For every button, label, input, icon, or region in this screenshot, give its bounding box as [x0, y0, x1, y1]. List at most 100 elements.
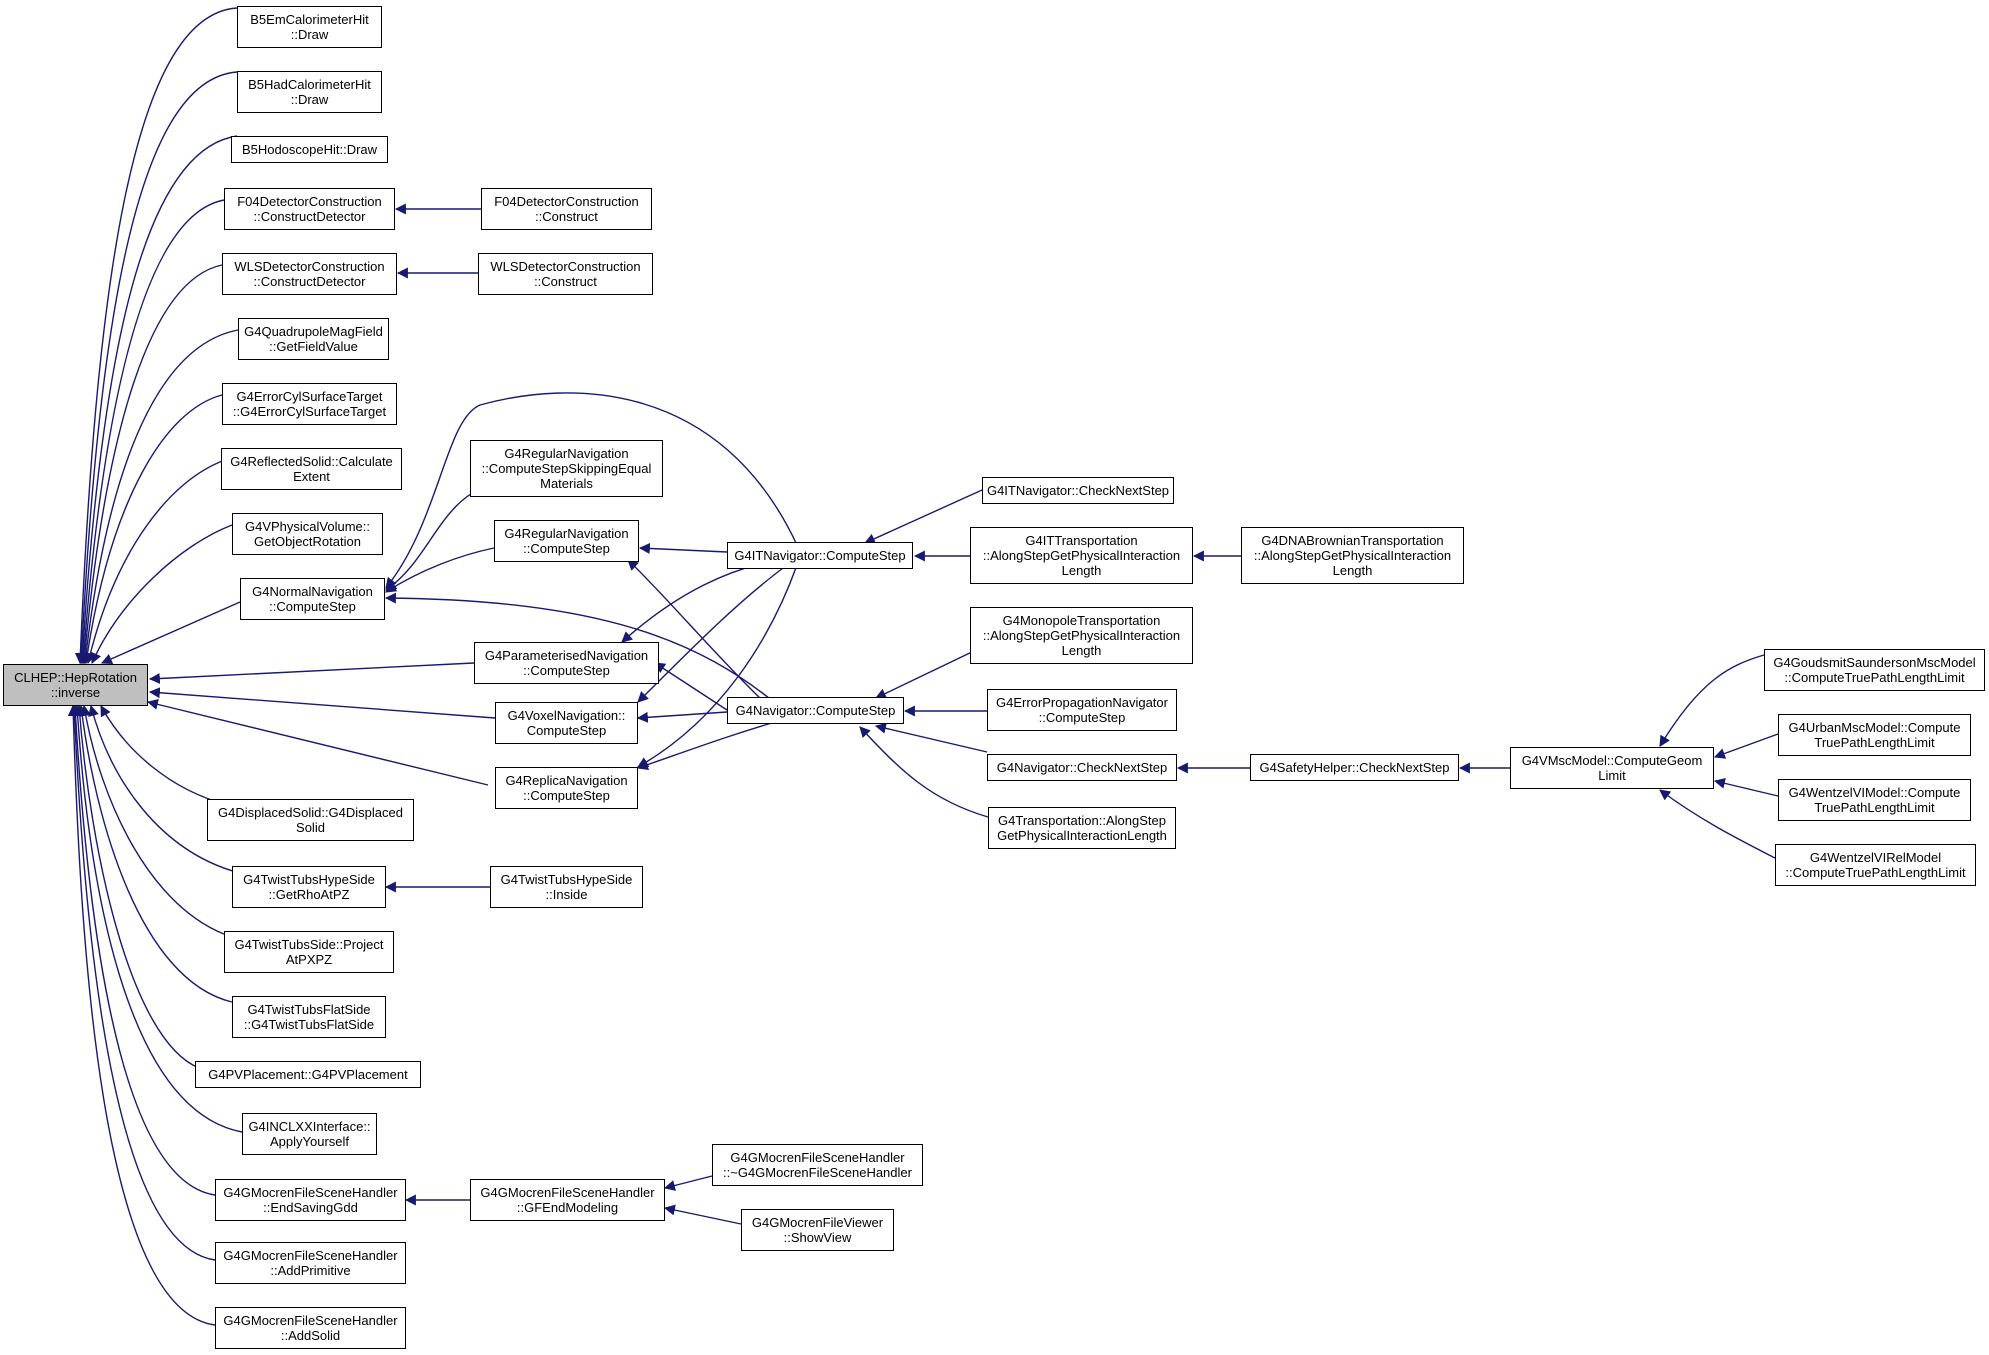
edge-displaced-root [100, 705, 229, 806]
node-itnav-line-1: G4ITNavigator::ComputeStep [734, 548, 906, 563]
node-wentzel-line-2: TruePathLengthLimit [1814, 800, 1935, 815]
node-addprim[interactable]: G4GMocrenFileSceneHandler::AddPrimitive [215, 1242, 406, 1284]
edge-wentzel-vmsc [1713, 777, 1779, 797]
edge-refl-root [84, 459, 226, 665]
edge-navcheck-nav [874, 722, 988, 753]
node-urban-line-2: TruePathLengthLimit [1814, 735, 1935, 750]
node-errprop[interactable]: G4ErrorPropagationNavigator::ComputeStep [987, 689, 1177, 731]
node-regskip-line-2: ::ComputeStepSkippingEqual [481, 461, 652, 476]
node-vmsc-line-2: Limit [1598, 768, 1626, 783]
node-safety[interactable]: G4SafetyHelper::CheckNextStep [1250, 754, 1459, 781]
node-b5em-line-2: ::Draw [290, 27, 329, 42]
node-errcyl-line-1: G4ErrorCylSurfaceTarget [236, 389, 383, 404]
node-urban-line-1: G4UrbanMscModel::Compute [1788, 720, 1961, 735]
node-inclxx-line-2: ApplyYourself [269, 1134, 349, 1149]
edge-wlscd-root [79, 264, 223, 665]
node-monotrans[interactable]: G4MonopoleTransportation::AlongStepGetPh… [970, 607, 1193, 664]
node-f04cd[interactable]: F04DetectorConstruction::ConstructDetect… [224, 188, 395, 230]
node-showview[interactable]: G4GMocrenFileViewer::ShowView [741, 1209, 894, 1251]
edge-errcyl-root [82, 394, 223, 665]
node-regskip-line-1: G4RegularNavigation [504, 446, 629, 461]
node-quad[interactable]: G4QuadrupoleMagField::GetFieldValue [238, 318, 389, 360]
edge-twistside-root [80, 704, 233, 938]
node-paramnav-line-1: G4ParameterisedNavigation [484, 648, 649, 663]
node-trans-line-1: G4Transportation::AlongStep [998, 813, 1166, 828]
node-dtor[interactable]: G4GMocrenFileSceneHandler::~G4GMocrenFil… [712, 1144, 923, 1186]
node-b5had[interactable]: B5HadCalorimeterHit::Draw [237, 71, 382, 113]
node-addsolid-line-1: G4GMocrenFileSceneHandler [223, 1313, 398, 1328]
node-b5hodo[interactable]: B5HodoscopeHit::Draw [231, 136, 388, 163]
node-wentzelrel[interactable]: G4WentzelVIRelModel::ComputeTruePathLeng… [1775, 844, 1976, 886]
node-goudsmit-line-1: G4GoudsmitSaundersonMscModel [1773, 655, 1976, 670]
node-addsolid-line-2: ::AddSolid [280, 1328, 341, 1343]
node-inclxx-line-1: G4INCLXXInterface:: [248, 1119, 371, 1134]
node-b5em[interactable]: B5EmCalorimeterHit::Draw [237, 6, 382, 48]
node-hypeinside[interactable]: G4TwistTubsHypeSide::Inside [490, 866, 643, 908]
node-errprop-line-1: G4ErrorPropagationNavigator [996, 695, 1168, 710]
node-vphys[interactable]: G4VPhysicalVolume::GetObjectRotation [232, 513, 383, 555]
node-endsaving-line-1: G4GMocrenFileSceneHandler [223, 1185, 398, 1200]
edge-pvplace-root [74, 704, 200, 1069]
edge-nav-normnav [384, 592, 781, 708]
node-repnav[interactable]: G4ReplicaNavigation::ComputeStep [495, 767, 638, 809]
node-flatside[interactable]: G4TwistTubsFlatSide::G4TwistTubsFlatSide [232, 996, 386, 1038]
node-f04c-line-1: F04DetectorConstruction [494, 194, 639, 209]
node-f04c[interactable]: F04DetectorConstruction::Construct [481, 188, 652, 230]
node-wlsc[interactable]: WLSDetectorConstruction::Construct [478, 253, 653, 295]
node-inclxx[interactable]: G4INCLXXInterface::ApplyYourself [242, 1113, 377, 1155]
edge-repnav-root [146, 699, 489, 786]
node-dnabrown-line-2: ::AlongStepGetPhysicalInteraction [1253, 548, 1452, 563]
node-endsaving[interactable]: G4GMocrenFileSceneHandler::EndSavingGdd [215, 1179, 406, 1221]
node-normnav[interactable]: G4NormalNavigation::ComputeStep [240, 578, 385, 620]
node-errcyl[interactable]: G4ErrorCylSurfaceTarget::G4ErrorCylSurfa… [222, 383, 397, 425]
edge-itnav-repnav [637, 564, 798, 768]
node-refl-line-2: Extent [293, 469, 330, 484]
node-nav[interactable]: G4Navigator::ComputeStep [727, 697, 904, 724]
node-dnabrown[interactable]: G4DNABrownianTransportation::AlongStepGe… [1241, 527, 1464, 584]
node-itnav[interactable]: G4ITNavigator::ComputeStep [727, 542, 913, 569]
node-addprim-line-2: ::AddPrimitive [270, 1263, 351, 1278]
edge-nav-regnav [627, 559, 763, 701]
node-paramnav[interactable]: G4ParameterisedNavigation::ComputeStep [474, 642, 659, 684]
node-itcheck[interactable]: G4ITNavigator::CheckNextStep [982, 477, 1174, 504]
edge-trans-nav [859, 726, 989, 818]
node-b5em-line-1: B5EmCalorimeterHit [250, 12, 369, 27]
node-flatside-line-2: ::G4TwistTubsFlatSide [243, 1017, 375, 1032]
node-dtor-line-1: G4GMocrenFileSceneHandler [730, 1150, 905, 1165]
edge-endsaving-root [70, 704, 216, 1196]
node-wlscd-line-1: WLSDetectorConstruction [234, 259, 385, 274]
node-hypeside[interactable]: G4TwistTubsHypeSide::GetRhoAtPZ [232, 866, 386, 908]
node-ittrans[interactable]: G4ITTransportation::AlongStepGetPhysical… [970, 527, 1193, 584]
node-pvplace[interactable]: G4PVPlacement::G4PVPlacement [195, 1061, 421, 1088]
node-goudsmit[interactable]: G4GoudsmitSaundersonMscModel::ComputeTru… [1764, 649, 1985, 691]
node-showview-line-2: ::ShowView [783, 1230, 852, 1245]
edge-quad-root [80, 329, 239, 665]
edge-b5em-root [74, 7, 238, 665]
edge-itnav-normnav [385, 392, 798, 589]
node-dnabrown-line-3: Length [1332, 563, 1373, 578]
edge-addprim-root [68, 704, 216, 1261]
node-regskip[interactable]: G4RegularNavigation::ComputeStepSkipping… [470, 440, 663, 497]
edge-itnav-voxnav [637, 564, 788, 703]
edge-showview-gfend [663, 1204, 742, 1225]
node-voxnav[interactable]: G4VoxelNavigation::ComputeStep [495, 702, 638, 744]
edge-regskip-normnav [385, 484, 491, 591]
node-trans-line-2: GetPhysicalInteractionLength [997, 828, 1167, 843]
node-regnav[interactable]: G4RegularNavigation::ComputeStep [494, 520, 639, 562]
node-wlsc-line-1: WLSDetectorConstruction [490, 259, 641, 274]
node-wlscd[interactable]: WLSDetectorConstruction::ConstructDetect… [222, 253, 397, 295]
node-wentzel-line-1: G4WentzelVIModel::Compute [1788, 785, 1961, 800]
node-navcheck[interactable]: G4Navigator::CheckNextStep [987, 754, 1177, 781]
edge-monotrans-nav [875, 649, 977, 699]
node-addsolid[interactable]: G4GMocrenFileSceneHandler::AddSolid [215, 1307, 406, 1349]
node-gfend[interactable]: G4GMocrenFileSceneHandler::GFEndModeling [470, 1179, 665, 1221]
node-root-line-2: ::inverse [50, 685, 101, 700]
